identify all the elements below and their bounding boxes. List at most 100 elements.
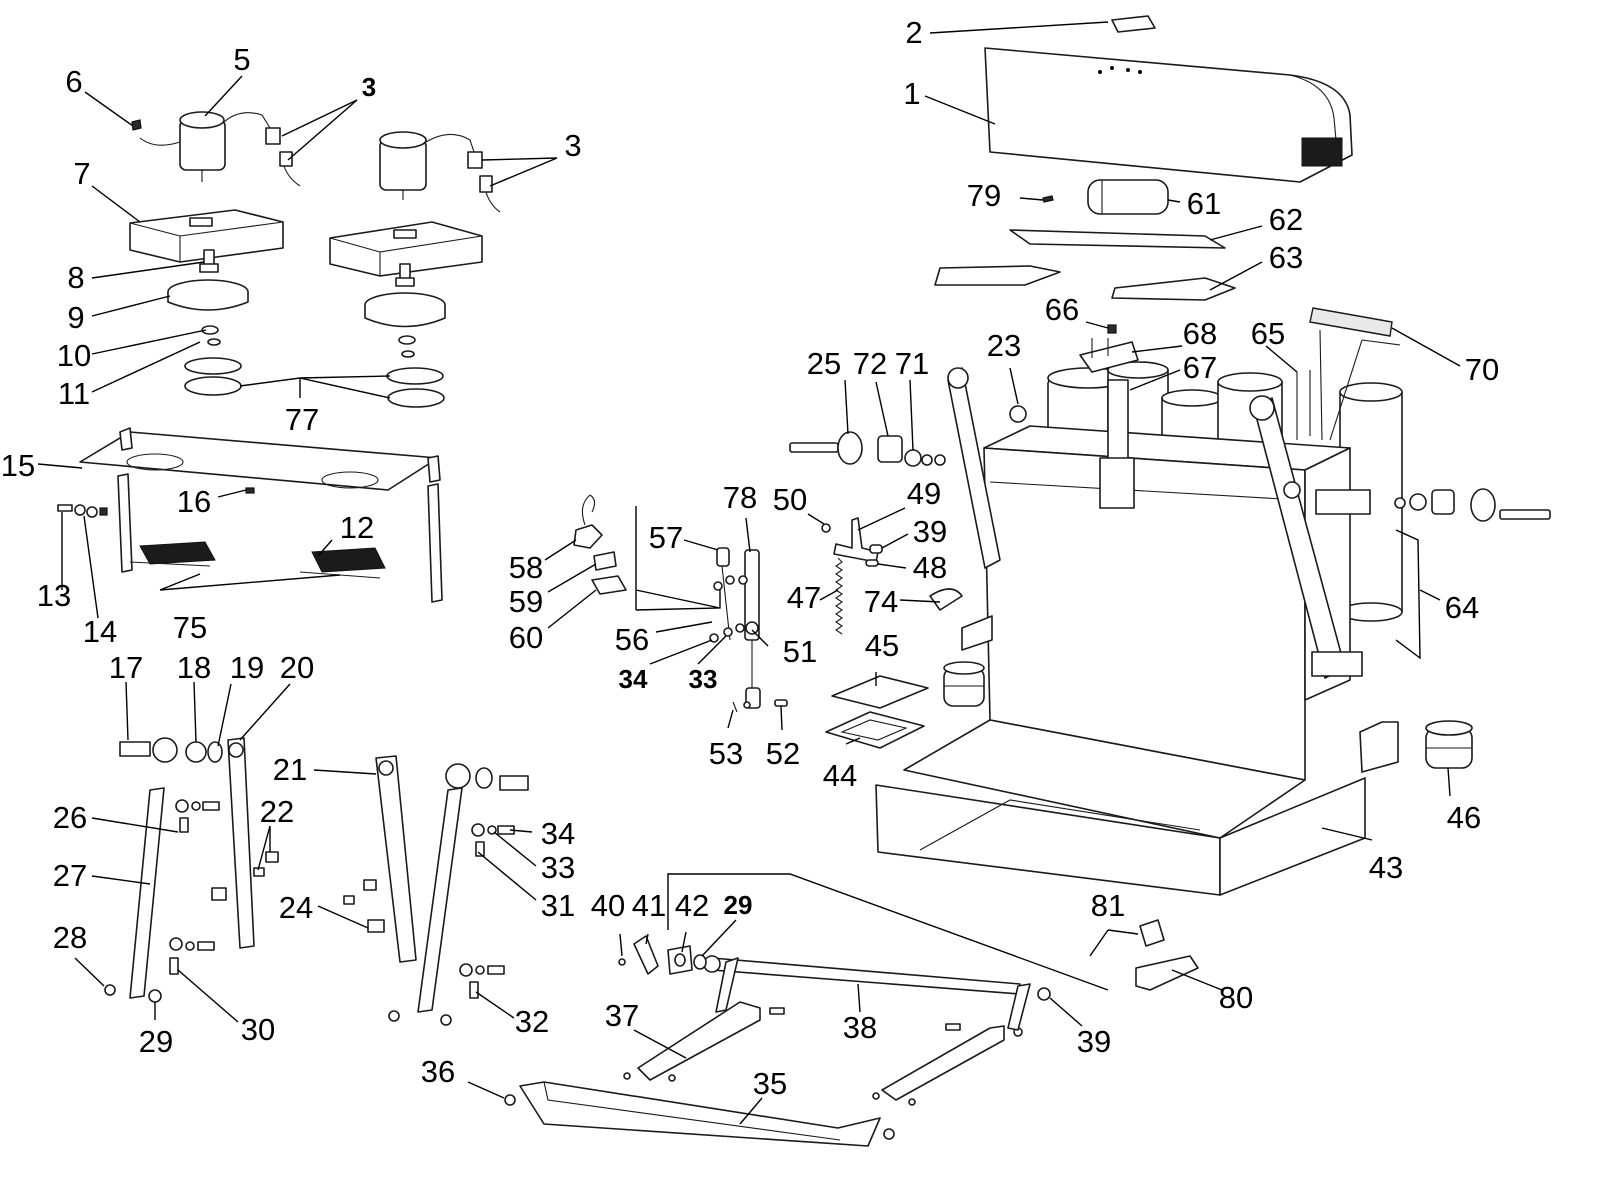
callout-37: 37 — [605, 998, 639, 1033]
part-motor-cover-left — [129, 209, 284, 263]
callout-78: 78 — [723, 480, 757, 515]
callout-43: 43 — [1369, 850, 1403, 885]
part-handle — [1111, 15, 1156, 33]
callout-33a: 33 — [541, 850, 575, 885]
callout-35: 35 — [753, 1066, 787, 1101]
part-bracket-60 — [591, 575, 627, 595]
callout-71: 71 — [895, 346, 929, 381]
callout-39a: 39 — [913, 514, 947, 549]
callout-2: 2 — [905, 15, 922, 50]
callout-9: 9 — [67, 300, 84, 335]
callout-51: 51 — [783, 634, 817, 669]
part-tube-70 — [1309, 307, 1401, 441]
part-bracket-68 — [1079, 338, 1139, 373]
part-cylinder-61 — [1087, 179, 1169, 215]
callout-34b: 34 — [619, 664, 648, 694]
callout-3a: 3 — [362, 72, 376, 102]
callout-7: 7 — [73, 156, 90, 191]
callout-13: 13 — [37, 578, 71, 613]
callout-10: 10 — [57, 338, 91, 373]
part-connector-81 — [1139, 919, 1165, 947]
part-rubber-mount-left — [943, 661, 985, 707]
part-link-bar-20 — [227, 737, 255, 949]
callout-68: 68 — [1183, 316, 1217, 351]
callout-labels: 2 1 3 3 5 6 7 8 9 10 11 77 15 16 12 13 1… — [1, 15, 1499, 1101]
part-bracket-63 — [934, 265, 1236, 301]
part-strut-31 — [388, 763, 529, 1026]
part-bushing-assembly-left — [789, 431, 946, 467]
leader-lines — [37, 21, 1461, 1125]
callout-32: 32 — [515, 1004, 549, 1039]
part-filter-grille-right — [299, 547, 386, 579]
callout-17: 17 — [109, 650, 143, 685]
part-latch-49 — [833, 517, 879, 563]
callout-18: 18 — [177, 650, 211, 685]
part-hood-cover — [984, 47, 1353, 183]
part-frame-44 — [825, 711, 925, 749]
part-bracket-80 — [1135, 955, 1199, 991]
callout-22: 22 — [260, 794, 294, 829]
part-bolt-66 — [1107, 324, 1117, 334]
callout-77: 77 — [285, 402, 319, 437]
part-seal-rings-77 — [184, 357, 445, 408]
part-top-frame-15 — [79, 427, 443, 603]
callout-34a: 34 — [541, 816, 575, 851]
callout-45: 45 — [865, 628, 899, 663]
part-side-arm-left — [947, 367, 1001, 569]
callout-41: 41 — [632, 888, 666, 923]
callout-24: 24 — [279, 890, 313, 925]
callout-19: 19 — [230, 650, 264, 685]
part-pin-39-48 — [865, 544, 883, 567]
part-mount-plate-62 — [1009, 229, 1226, 249]
part-washer-23 — [1009, 405, 1027, 423]
callout-27: 27 — [53, 858, 87, 893]
callout-49: 49 — [907, 476, 941, 511]
part-small-pin-79 — [1042, 195, 1054, 203]
part-link-bar-21 — [375, 755, 417, 963]
callout-58: 58 — [509, 550, 543, 585]
callout-23: 23 — [987, 328, 1021, 363]
part-washer-50 — [821, 523, 831, 533]
callout-62: 62 — [1269, 202, 1303, 237]
part-motor-cover-right — [329, 221, 483, 277]
part-impeller-left — [167, 249, 249, 346]
callout-57: 57 — [649, 520, 683, 555]
part-shaft-38 — [703, 955, 1051, 1031]
callout-14: 14 — [83, 614, 117, 649]
callout-31: 31 — [541, 888, 575, 923]
callout-29a: 29 — [139, 1024, 173, 1059]
callout-72: 72 — [853, 346, 887, 381]
part-bracket-40-42 — [618, 935, 707, 975]
callout-70: 70 — [1465, 352, 1499, 387]
callout-67: 67 — [1183, 350, 1217, 385]
callout-48: 48 — [913, 550, 947, 585]
part-studs-65 — [1296, 370, 1311, 440]
part-clip-74 — [929, 588, 963, 611]
callout-66: 66 — [1045, 292, 1079, 327]
callout-74: 74 — [864, 584, 898, 619]
callout-50: 50 — [773, 482, 807, 517]
callout-75: 75 — [173, 610, 207, 645]
part-strut-27 — [119, 737, 223, 999]
part-bracket-43 — [1359, 721, 1399, 773]
callout-25: 25 — [807, 346, 841, 381]
callout-30: 30 — [241, 1012, 275, 1047]
callout-36: 36 — [421, 1054, 455, 1089]
callout-11: 11 — [58, 376, 90, 411]
callout-21: 21 — [273, 752, 307, 787]
part-spring-47 — [835, 557, 843, 635]
part-motor-left — [131, 111, 301, 187]
part-gas-strut-78 — [709, 547, 761, 709]
callout-12: 12 — [340, 510, 374, 545]
callout-56: 56 — [615, 622, 649, 657]
callout-63: 63 — [1269, 240, 1303, 275]
callout-29b: 29 — [724, 890, 753, 920]
callout-81: 81 — [1091, 888, 1125, 923]
callout-1: 1 — [903, 76, 920, 111]
part-socket-59 — [593, 551, 617, 571]
callout-38: 38 — [843, 1010, 877, 1045]
callout-40: 40 — [591, 888, 625, 923]
callout-26: 26 — [53, 800, 87, 835]
callout-3b: 3 — [564, 128, 581, 163]
